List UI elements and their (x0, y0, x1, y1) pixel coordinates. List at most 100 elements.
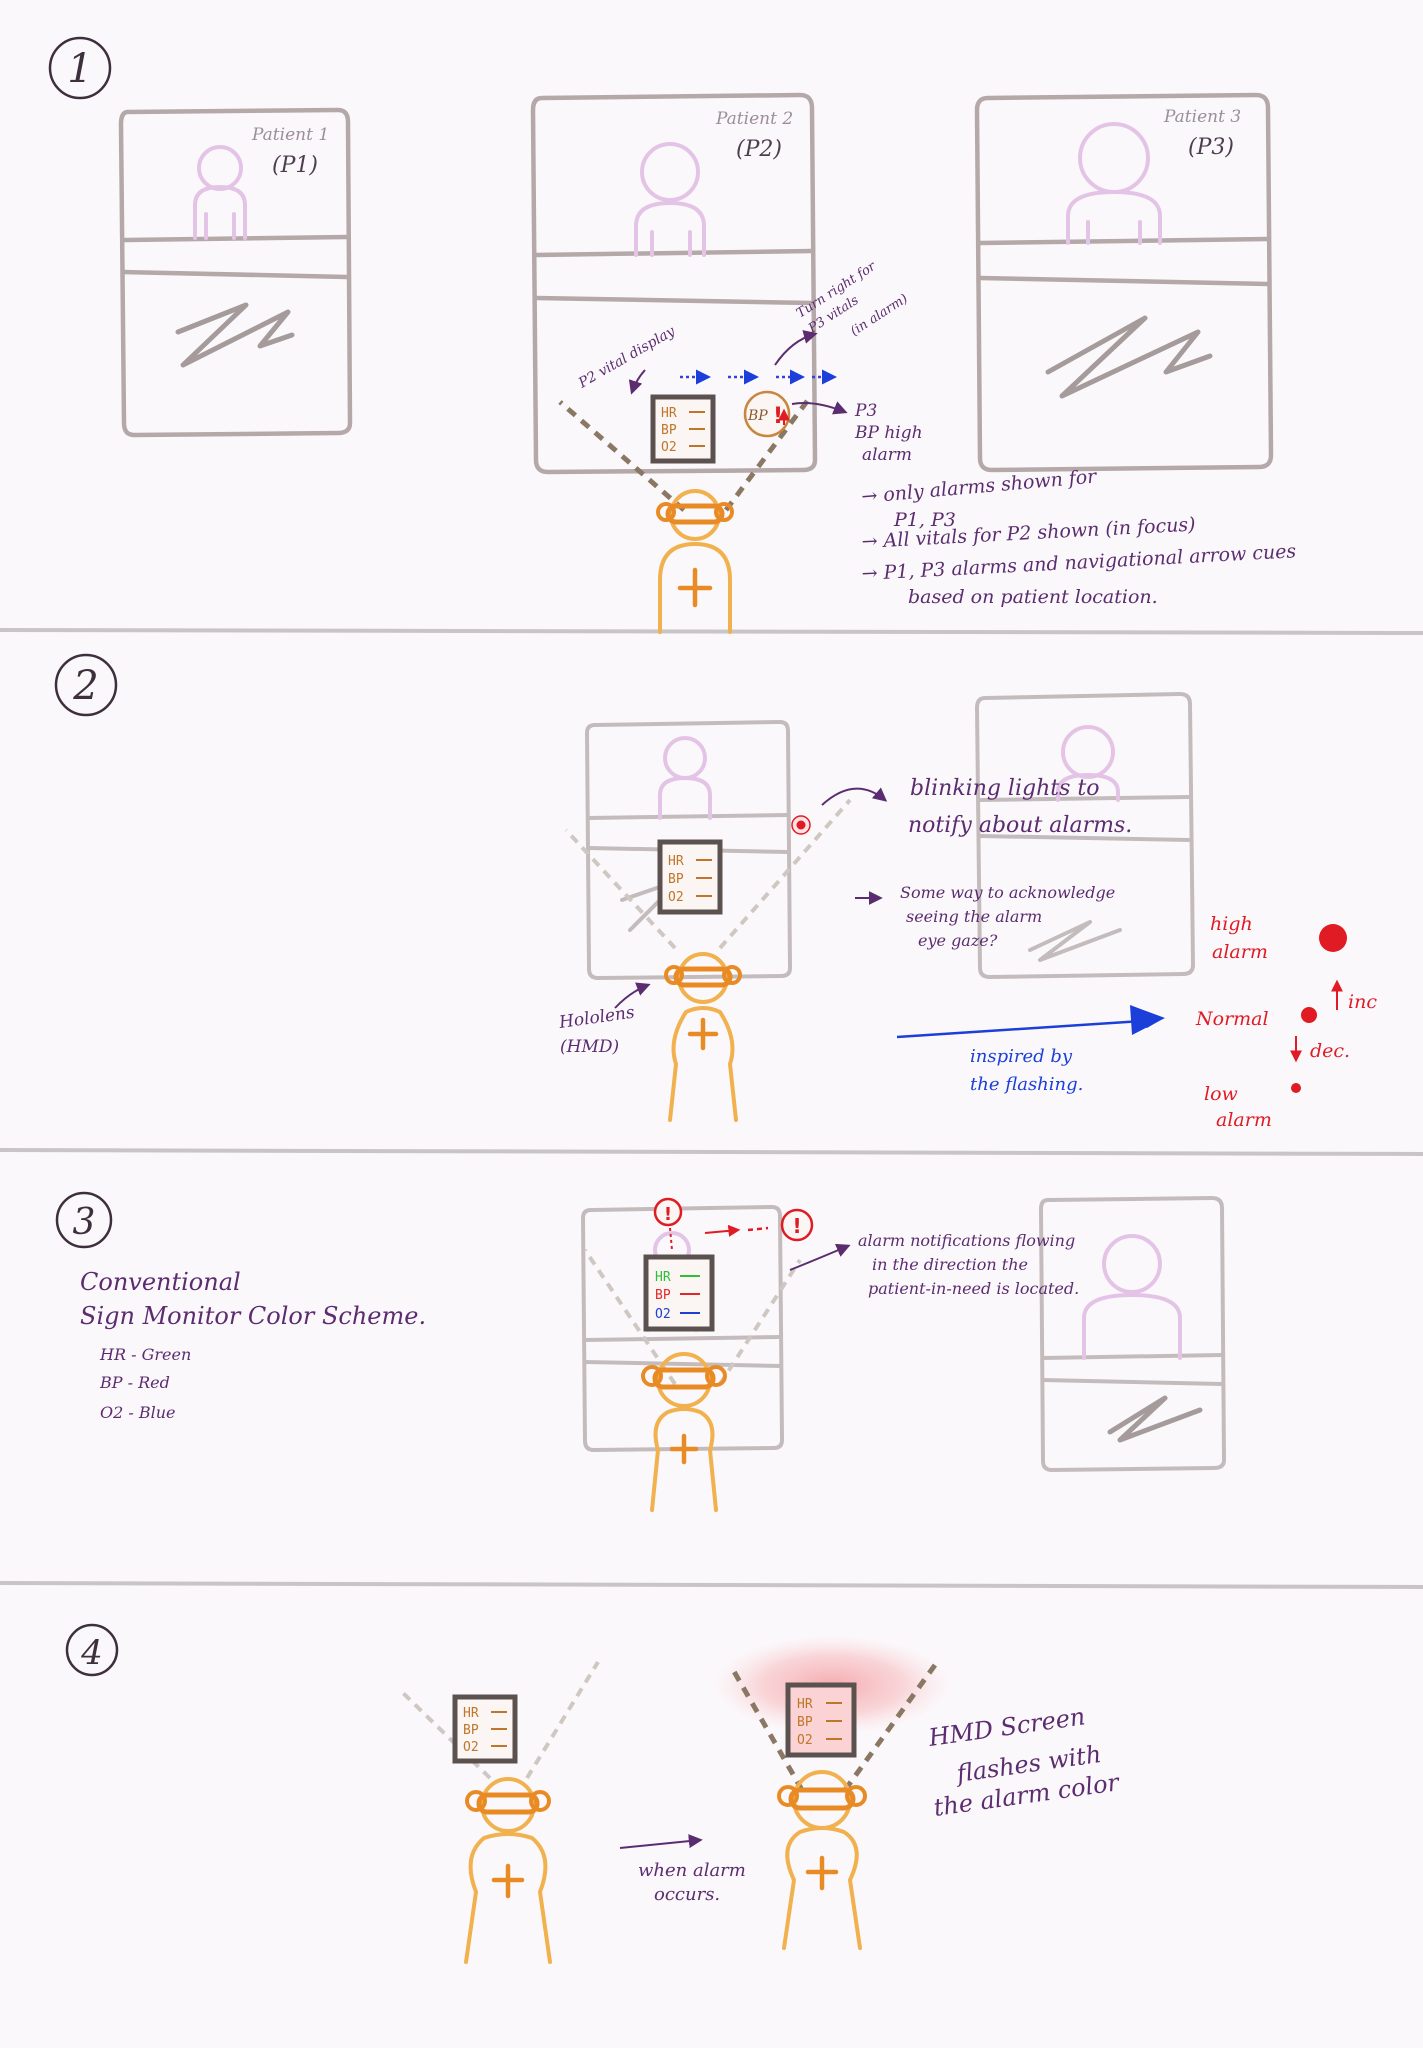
annotation-vital-display: P2 vital display (575, 323, 679, 392)
high-alarm-dot (1319, 924, 1347, 952)
vital-bp: BP (661, 423, 677, 438)
bp-alarm-badge: BP ! (743, 390, 791, 438)
panel-number: 4 (80, 1633, 103, 1673)
normal-vitals-panel: HR BP O2 (452, 1694, 518, 1764)
patient-figure (193, 145, 247, 240)
scheme-title: Sign Monitor Color Scheme. (80, 1302, 426, 1330)
patient-title: Patient 1 (251, 125, 329, 145)
panel-number: 1 (67, 46, 92, 92)
vital-hr: HR (797, 1697, 813, 1712)
vital-o2: O2 (797, 1733, 813, 1748)
vital-o2: O2 (655, 1307, 671, 1322)
patient-3-monitor: Patient 3 (P3) (974, 92, 1274, 473)
ack-note: seeing the alarm (906, 907, 1042, 926)
patient-2-monitor: Patient 2 (P2) (530, 92, 818, 475)
vital-bp: BP (463, 1723, 479, 1738)
alarm-notification-flow: ! ! (653, 1197, 814, 1251)
blink-note: notify about alarms. (908, 813, 1132, 838)
hololens-label: Hololens (557, 1003, 636, 1034)
note-line: P1, P3 (893, 509, 956, 531)
panel-4: 4 HR BP O2 when alarm occurs. (65, 1623, 1122, 1964)
annotation-p3-alarm: BP high (854, 423, 923, 443)
patient-figure (658, 736, 712, 820)
nurse-with-hmd (664, 952, 742, 1122)
patient-3-monitor (1039, 1196, 1226, 1472)
patient-title: Patient 2 (715, 109, 793, 129)
increase-label: inc (1348, 991, 1377, 1013)
vital-o2: O2 (661, 440, 677, 455)
blinking-alarm-light (791, 815, 811, 835)
patient-code: (P2) (736, 137, 782, 162)
alarm-scale: high alarm Normal inc dec. low alarm (1195, 913, 1377, 1131)
panel-divider (0, 1581, 1423, 1589)
panel-1: 1 Patient 1 (P1) (48, 36, 1297, 634)
vital-hr: HR (668, 854, 684, 869)
nurse-with-hmd (641, 1352, 727, 1512)
vital-hr: HR (463, 1706, 479, 1721)
scheme-hr: HR - Green (99, 1345, 191, 1364)
vitals-panel: HR BP O2 (657, 839, 723, 915)
panel-2: 2 HR BP O2 (54, 653, 1377, 1131)
panel-divider (0, 1148, 1423, 1156)
annotation-p3-alarm: alarm (862, 445, 912, 465)
notes-list: → only alarms shown for P1, P3 → All vit… (861, 465, 1297, 608)
low-alarm-label: low (1204, 1083, 1238, 1105)
scheme-o2: O2 - Blue (100, 1403, 176, 1422)
panel-divider (0, 628, 1423, 635)
nurse-with-hmd-flashing (777, 1770, 867, 1950)
vital-o2: O2 (463, 1740, 479, 1755)
vital-bp: BP (655, 1288, 671, 1303)
blink-note: blinking lights to (910, 776, 1099, 801)
high-alarm-label: high (1210, 913, 1253, 935)
patient-2-monitor (581, 1205, 784, 1452)
patient-figure (1066, 122, 1162, 245)
vital-o2: O2 (668, 890, 684, 905)
patient-code: (P1) (272, 153, 318, 178)
svg-text:!: ! (664, 1204, 672, 1225)
flow-note: alarm notifications flowing (858, 1231, 1075, 1250)
annotation-turn-right: (in alarm) (848, 291, 911, 339)
vital-hr: HR (655, 1270, 671, 1285)
note-line: → only alarms shown for (861, 465, 1100, 508)
inspired-note: inspired by (970, 1046, 1073, 1067)
flow-note: patient-in-need is located. (868, 1279, 1079, 1298)
patient-1-monitor: Patient 1 (P1) (118, 107, 353, 438)
vital-bp: BP (668, 872, 684, 887)
nurse-with-hmd (464, 1777, 552, 1964)
ack-note: Some way to acknowledge (900, 883, 1115, 902)
low-alarm-dot (1291, 1083, 1301, 1093)
patient-3-monitor (975, 692, 1195, 979)
nurse-with-hmd (656, 489, 734, 634)
alarm-icon (780, 1208, 814, 1242)
colored-vitals-panel: HR BP O2 (643, 1254, 715, 1332)
normal-label: Normal (1195, 1008, 1269, 1030)
inspired-note: the flashing. (970, 1074, 1083, 1095)
panel-number: 2 (72, 663, 98, 709)
ack-note: eye gaze? (918, 931, 998, 950)
scheme-title: Conventional (80, 1268, 241, 1296)
normal-dot (1301, 1007, 1317, 1023)
when-alarm-note: occurs. (654, 1884, 720, 1905)
svg-text:!: ! (792, 1214, 801, 1238)
alarm-exclamation-icon: ! (773, 404, 783, 429)
patient-figure (1056, 725, 1120, 802)
hololens-label: (HMD) (560, 1037, 619, 1057)
patient-figure (1082, 1234, 1182, 1360)
annotation-p3-alarm: P3 (854, 401, 877, 421)
flow-note: in the direction the (872, 1255, 1028, 1274)
patient-title: Patient 3 (1163, 107, 1241, 127)
vital-bp: BP (797, 1715, 813, 1730)
flashing-vitals-panel: HR BP O2 (785, 1682, 857, 1758)
badge-label: BP (747, 408, 768, 424)
scheme-bp: BP - Red (99, 1373, 170, 1392)
note-line: based on patient location. (908, 586, 1158, 608)
vital-hr: HR (661, 406, 677, 421)
decrease-label: dec. (1310, 1040, 1350, 1062)
p2-vitals-panel: HR BP O2 (650, 394, 716, 464)
panel-number: 3 (73, 1202, 96, 1243)
panel-3: 3 Conventional Sign Monitor Color Scheme… (55, 1191, 1226, 1512)
low-alarm-label: alarm (1216, 1109, 1272, 1131)
high-alarm-label: alarm (1212, 941, 1268, 963)
patient-code: (P3) (1188, 135, 1234, 160)
